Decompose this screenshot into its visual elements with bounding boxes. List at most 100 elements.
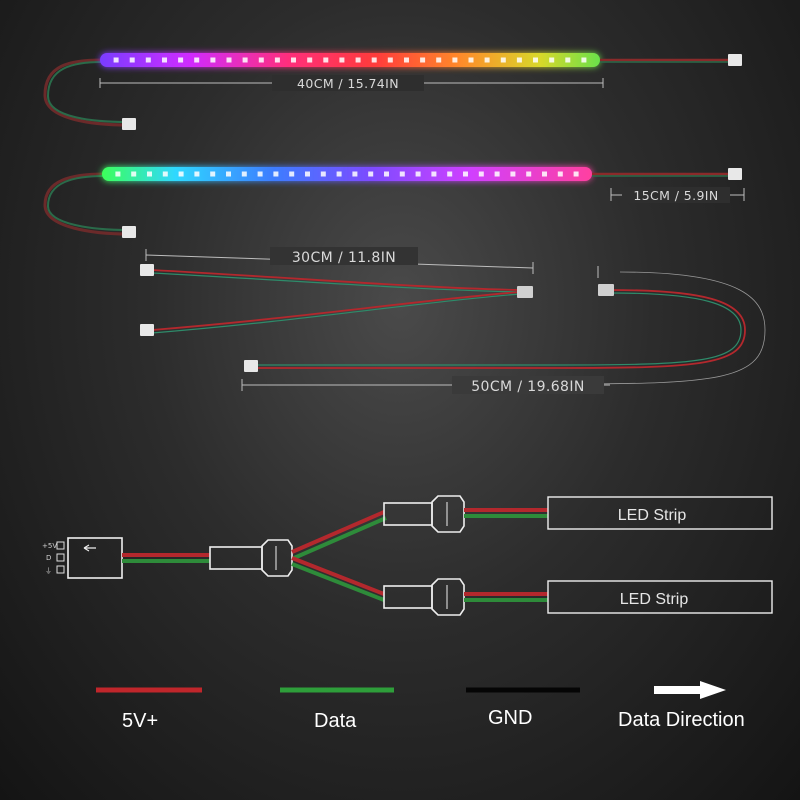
led-chip xyxy=(242,57,248,63)
led-chip xyxy=(226,171,231,177)
extension-cable-50cm: 50CM / 19.68IN xyxy=(241,266,766,395)
strip1-input-connector xyxy=(122,118,136,130)
strip1-output-connector xyxy=(728,54,742,66)
splitter-connector-top xyxy=(140,264,154,276)
led-chip xyxy=(387,57,393,63)
led-chip xyxy=(274,57,280,63)
split-red-lower xyxy=(291,556,385,596)
connection-schematic: +5V D ⏚ LED Strip xyxy=(42,495,773,616)
led-chip xyxy=(404,57,409,63)
upper-connector-male xyxy=(431,495,465,533)
led-chip xyxy=(355,57,361,63)
led-chip xyxy=(352,171,358,177)
led-chip xyxy=(145,57,151,63)
led-chip xyxy=(399,171,405,177)
led-chip xyxy=(510,171,516,177)
led-chip xyxy=(368,171,374,177)
legend: 5V+ Data GND Data Direction xyxy=(96,681,745,732)
led-chip xyxy=(289,171,295,177)
split-green-lower xyxy=(291,562,385,602)
led-chip xyxy=(178,171,184,177)
led-chip xyxy=(452,57,458,63)
extension-connector-a xyxy=(598,284,614,296)
led-chip xyxy=(494,171,500,177)
led-chip xyxy=(194,171,200,177)
pin-label-data: D xyxy=(46,554,51,562)
led-chip xyxy=(431,171,437,177)
led-chip xyxy=(371,57,377,63)
strip1-body xyxy=(100,53,600,67)
strip2-input-wire xyxy=(43,172,129,236)
dimension-30cm-label: 30CM / 11.8IN xyxy=(292,250,396,266)
led-chip xyxy=(565,57,571,63)
splitter-branch-bottom xyxy=(151,291,521,331)
led-chip xyxy=(307,57,313,63)
y-splitter-cable: 30CM / 11.8IN xyxy=(140,247,534,336)
strip2-input-connector xyxy=(122,226,136,238)
led-chip xyxy=(463,171,468,177)
led-chip xyxy=(210,171,216,177)
led-chip xyxy=(533,57,538,63)
led-chip xyxy=(226,57,232,63)
splitter-connector-bottom xyxy=(140,324,154,336)
extension-wire xyxy=(258,289,746,369)
led-chip xyxy=(581,57,587,63)
led-chip xyxy=(415,171,421,177)
led-chip xyxy=(131,171,137,177)
led-strip-box-top xyxy=(547,496,773,530)
led-strip-40cm: 40CM / 15.74IN xyxy=(43,53,742,130)
led-chip xyxy=(323,57,329,63)
led-chip xyxy=(447,171,453,177)
splitter-connector-input xyxy=(517,286,533,298)
strip2-leds xyxy=(115,171,579,177)
trunk-connector-female xyxy=(209,546,263,570)
dimension-50cm-label: 50CM / 19.68IN xyxy=(471,379,585,395)
led-chip xyxy=(542,171,547,177)
led-chip xyxy=(478,171,484,177)
led-chip xyxy=(305,171,310,177)
led-strip-box-bottom xyxy=(547,580,773,614)
led-chip xyxy=(113,57,119,63)
strip1-input-wire xyxy=(43,58,129,127)
led-chip xyxy=(147,171,152,177)
lower-connector-male xyxy=(431,578,465,616)
led-chip xyxy=(320,171,326,177)
strip2-body xyxy=(102,167,592,181)
pin-labels: +5V D ⏚ xyxy=(42,541,65,575)
led-chip xyxy=(526,171,532,177)
led-chip xyxy=(384,171,389,177)
led-chip xyxy=(420,57,426,63)
led-chip xyxy=(339,57,345,63)
led-chip xyxy=(336,171,342,177)
led-strip-label-bottom: LED Strip xyxy=(620,591,689,608)
pin-label-ground: ⏚ xyxy=(45,567,52,575)
led-chip xyxy=(291,57,296,63)
legend-label-ground: GND xyxy=(488,707,532,729)
legend-label-data: Data xyxy=(314,710,357,732)
upper-connector-female xyxy=(383,502,433,526)
led-chip xyxy=(241,171,247,177)
led-chip xyxy=(516,57,522,63)
led-chip xyxy=(436,57,442,63)
led-chip xyxy=(468,57,474,63)
extension-connector-b xyxy=(244,360,258,372)
led-chip xyxy=(500,57,506,63)
split-red-upper xyxy=(291,510,385,554)
controller-plug xyxy=(67,537,123,579)
dimension-50cm xyxy=(241,266,610,391)
led-strip-with-lead: 15CM / 5.9IN xyxy=(43,167,745,238)
dimension-15cm-label: 15CM / 5.9IN xyxy=(633,188,718,203)
led-chip xyxy=(549,57,555,63)
strip2-output-connector xyxy=(728,168,742,180)
led-chip xyxy=(257,171,263,177)
led-chip xyxy=(273,171,279,177)
led-strip-label-top: LED Strip xyxy=(618,507,687,524)
arrow-right-icon xyxy=(654,681,726,699)
legend-label-power: 5V+ xyxy=(122,710,158,732)
lower-connector-female xyxy=(383,585,433,609)
legend-label-direction: Data Direction xyxy=(618,709,745,731)
led-chip xyxy=(162,171,168,177)
led-chip xyxy=(194,57,200,63)
led-chip xyxy=(573,171,579,177)
